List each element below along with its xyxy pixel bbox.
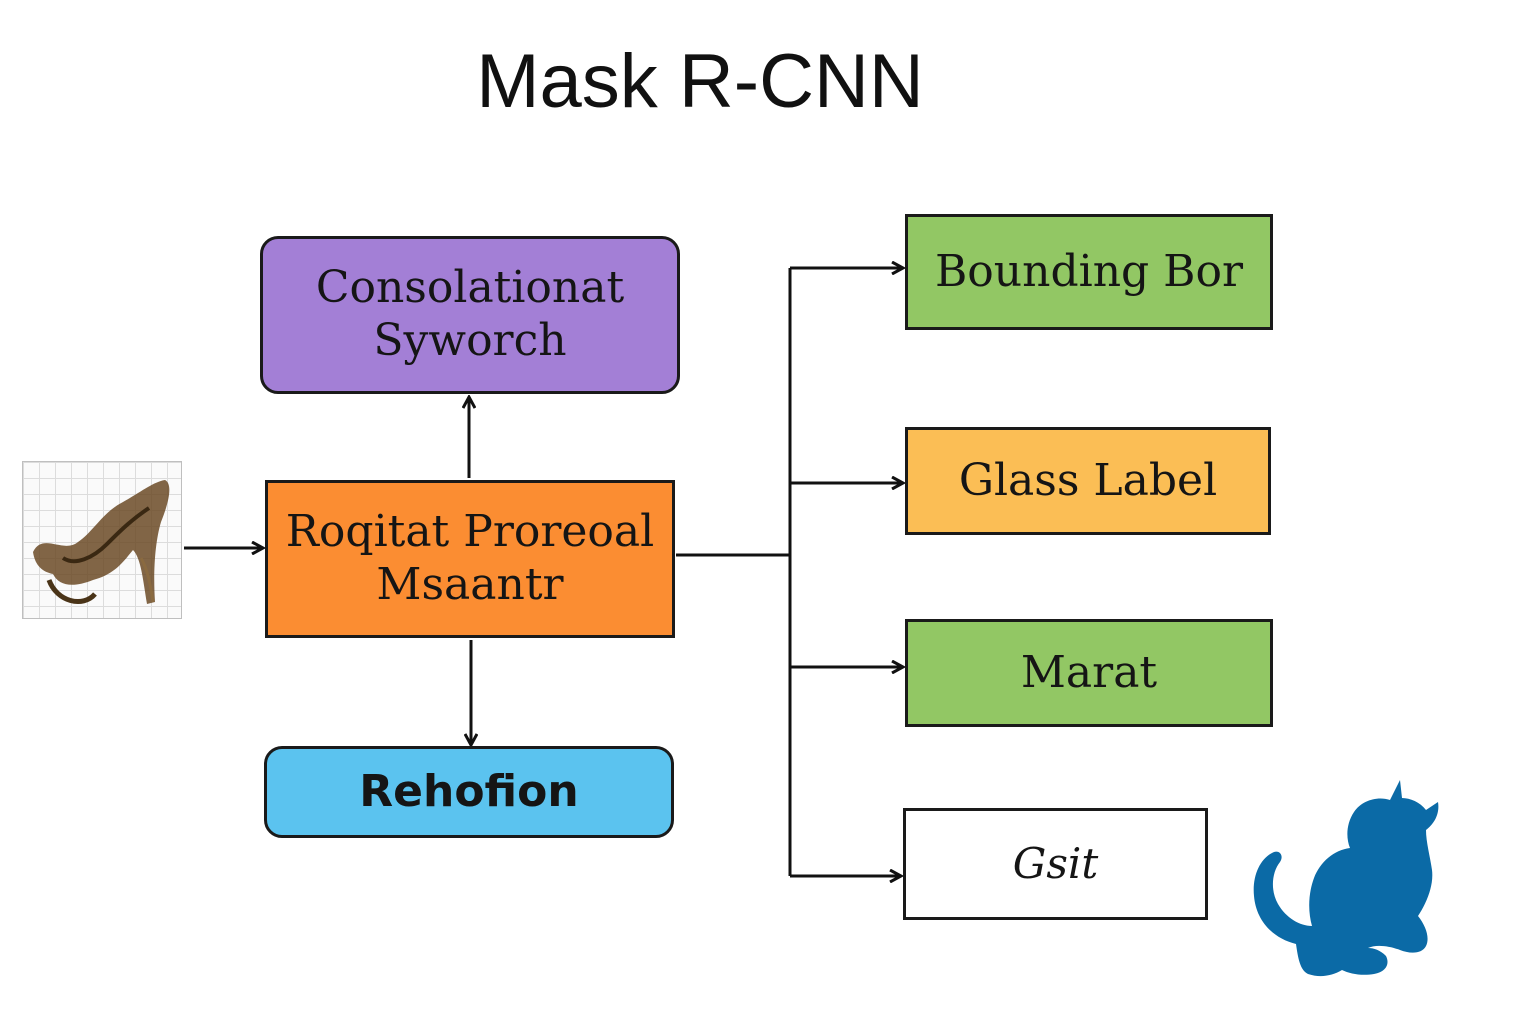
- diagram-title: Mask R-CNN: [476, 39, 924, 124]
- cat-silhouette-icon: [1253, 780, 1439, 977]
- region-proposal-box: Roqitat Proreoal Msaantr: [265, 480, 675, 638]
- class-label-text: Glass Label: [958, 454, 1218, 506]
- convolutional-backbone-box: Consolationat Syworch: [260, 236, 680, 394]
- class-label-output: Glass Label: [905, 427, 1271, 535]
- regression-box-label: Rehofion: [359, 765, 579, 817]
- bounding-box-output: Bounding Bor: [905, 214, 1273, 330]
- input-image-thumbnail: [22, 461, 182, 619]
- mask-output: Marat: [905, 619, 1273, 727]
- rpn-box-line1: Roqitat Proreoal: [285, 506, 655, 558]
- mask-label: Marat: [1020, 646, 1158, 698]
- conv-box-line1: Consolationat: [315, 262, 625, 314]
- conv-box-line2: Syworch: [373, 315, 567, 366]
- input-image-figure: [33, 480, 170, 604]
- output-label: Gsit: [1012, 838, 1099, 888]
- final-output-box: Gsit: [903, 808, 1208, 920]
- bbox-label: Bounding Bor: [934, 245, 1244, 297]
- regression-box: Rehofion: [264, 746, 674, 838]
- rpn-box-line2: Msaantr: [376, 559, 564, 610]
